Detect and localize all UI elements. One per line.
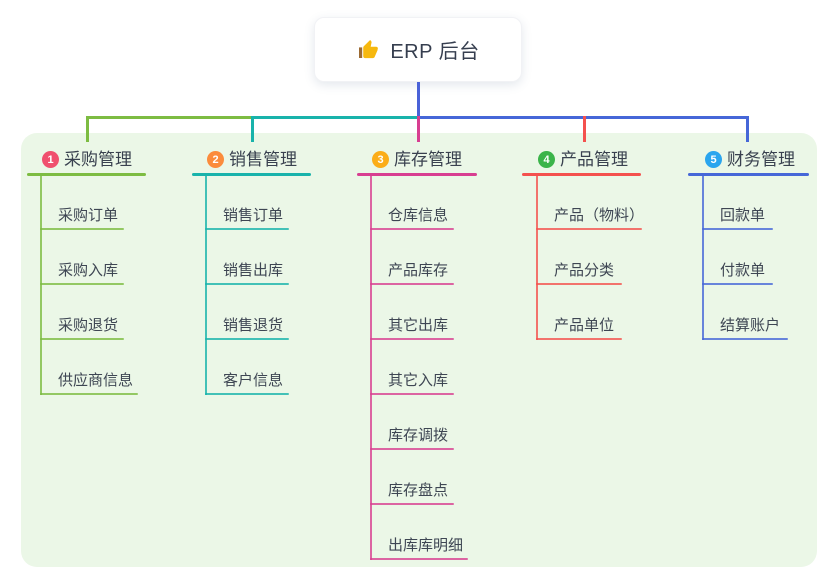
branch-underline	[27, 173, 146, 176]
child-underline	[40, 228, 124, 230]
child-node-label[interactable]: 库存盘点	[388, 482, 449, 499]
child-node-label[interactable]: 其它入库	[388, 372, 449, 389]
branch-trunk-line	[536, 175, 538, 340]
child-node-label[interactable]: 产品单位	[554, 317, 615, 334]
child-underline	[370, 448, 454, 450]
child-underline	[205, 283, 289, 285]
branch-underline	[522, 173, 641, 176]
child-node-label[interactable]: 销售退货	[223, 317, 284, 334]
branch-underline	[357, 173, 477, 176]
child-underline	[370, 338, 454, 340]
child-node-label[interactable]: 销售出库	[223, 262, 284, 279]
branch-number-badge: 3	[372, 151, 389, 168]
drop-line-inventory	[417, 116, 420, 142]
child-underline	[370, 503, 454, 505]
branch-label-finance[interactable]: 财务管理	[727, 150, 795, 169]
branch-number-badge: 4	[538, 151, 555, 168]
child-underline	[536, 228, 642, 230]
child-underline	[702, 338, 788, 340]
child-underline	[205, 228, 289, 230]
child-underline	[40, 338, 124, 340]
child-underline	[702, 228, 773, 230]
child-node-label[interactable]: 产品库存	[388, 262, 449, 279]
child-node-label[interactable]: 采购退货	[58, 317, 119, 334]
branch-trunk-line	[702, 175, 704, 340]
branches-background-panel	[21, 133, 817, 567]
root-stem-line	[417, 82, 420, 116]
branch-trunk-line	[370, 175, 372, 560]
branch-underline	[192, 173, 311, 176]
bus-segment-green	[87, 116, 253, 119]
child-node-label[interactable]: 客户信息	[223, 372, 284, 389]
branch-trunk-line	[205, 175, 207, 395]
child-node-label[interactable]: 供应商信息	[58, 372, 134, 389]
root-node-erp[interactable]: ERP 后台	[314, 17, 522, 82]
root-node-title: ERP 后台	[390, 41, 480, 63]
child-node-label[interactable]: 产品分类	[554, 262, 615, 279]
branch-number-badge: 1	[42, 151, 59, 168]
child-underline	[702, 283, 773, 285]
branch-number-badge: 5	[705, 151, 722, 168]
branch-underline	[688, 173, 809, 176]
child-node-label[interactable]: 产品（物料）	[554, 207, 645, 224]
child-node-label[interactable]: 仓库信息	[388, 207, 449, 224]
child-node-label[interactable]: 采购入库	[58, 262, 119, 279]
child-underline	[40, 393, 138, 395]
child-underline	[370, 283, 454, 285]
child-node-label[interactable]: 回款单	[720, 207, 766, 224]
child-node-label[interactable]: 结算账户	[720, 317, 781, 334]
child-underline	[370, 393, 454, 395]
child-underline	[370, 228, 454, 230]
thumbs-up-icon	[356, 38, 380, 62]
branch-number-badge: 2	[207, 151, 224, 168]
branch-trunk-line	[40, 175, 42, 395]
child-node-label[interactable]: 付款单	[720, 262, 766, 279]
child-node-label[interactable]: 库存调拨	[388, 427, 449, 444]
drop-line-sales	[251, 116, 254, 142]
drop-line-purchase	[86, 116, 89, 142]
bus-segment-teal	[253, 116, 417, 119]
branch-label-sales[interactable]: 销售管理	[229, 150, 297, 169]
child-underline	[536, 338, 622, 340]
child-underline	[536, 283, 622, 285]
branch-label-product[interactable]: 产品管理	[560, 150, 628, 169]
child-node-label[interactable]: 其它出库	[388, 317, 449, 334]
child-node-label[interactable]: 出库库明细	[388, 537, 464, 554]
child-node-label[interactable]: 销售订单	[223, 207, 284, 224]
branch-label-purchase[interactable]: 采购管理	[64, 150, 132, 169]
drop-line-product	[583, 116, 586, 142]
branch-label-inventory[interactable]: 库存管理	[394, 150, 462, 169]
child-underline	[370, 558, 468, 560]
child-node-label[interactable]: 采购订单	[58, 207, 119, 224]
child-underline	[40, 283, 124, 285]
child-underline	[205, 338, 289, 340]
child-underline	[205, 393, 289, 395]
drop-line-finance	[746, 116, 749, 142]
